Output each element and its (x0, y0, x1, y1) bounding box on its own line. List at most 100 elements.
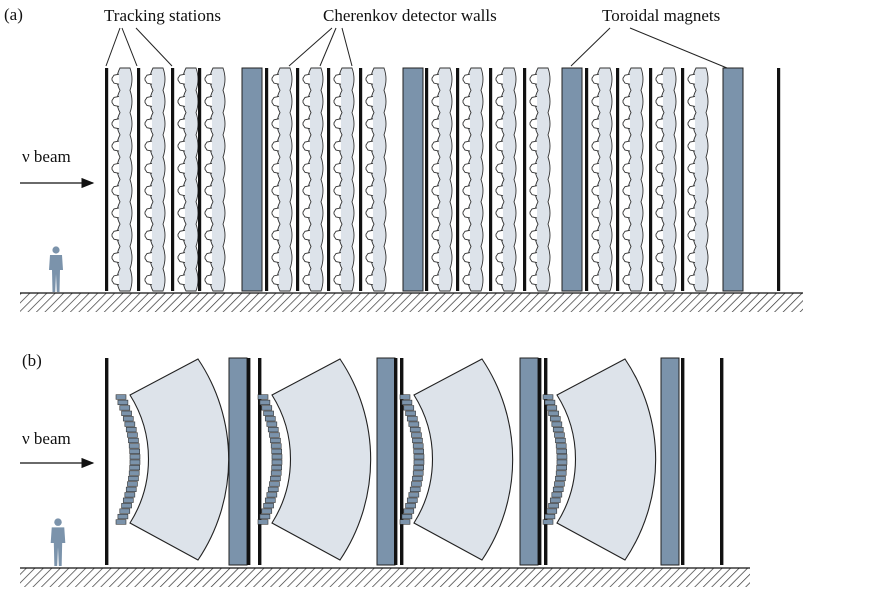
phototube (111, 73, 120, 85)
phototube (302, 73, 311, 85)
phototube (431, 162, 440, 174)
phototube (412, 475, 423, 482)
tracking-station (171, 68, 175, 291)
phototube (405, 410, 416, 416)
phototube (144, 229, 153, 241)
phototube (333, 73, 342, 85)
phototube (271, 454, 283, 460)
phototube (144, 162, 153, 174)
phototube (555, 470, 567, 476)
phototube (333, 162, 342, 174)
phototube (302, 274, 311, 286)
phototube (495, 162, 504, 174)
phototube (655, 229, 664, 241)
phototube (111, 96, 120, 107)
phototube (124, 492, 136, 498)
phototube (271, 274, 280, 286)
phototube (257, 519, 269, 525)
tracking-station (538, 358, 542, 565)
phototube (431, 140, 440, 152)
phototube (687, 252, 696, 263)
phototube (266, 421, 278, 427)
tracking-station (105, 68, 109, 291)
phototube (365, 185, 374, 197)
phototube (409, 486, 421, 492)
toroidal-magnet (660, 357, 680, 566)
tracking-station (359, 68, 363, 291)
phototube (622, 229, 631, 241)
phototube (431, 96, 440, 107)
panel-b: (b) ν beam (20, 351, 750, 587)
phototube (529, 185, 538, 197)
beam-label-b: ν beam (22, 429, 71, 448)
tracking-station (777, 68, 781, 291)
phototube (365, 73, 374, 85)
phototube (591, 162, 600, 174)
ground-b (20, 568, 750, 587)
cherenkov-fan (129, 358, 230, 561)
cherenkov-wall (338, 67, 355, 292)
phototube (687, 229, 696, 241)
cherenkov-wall (116, 67, 133, 292)
phototube (411, 432, 422, 438)
phototube (271, 185, 280, 197)
phototube (462, 73, 471, 85)
phototube (554, 481, 565, 487)
phototube (144, 96, 153, 107)
cherenkov-wall (627, 67, 644, 292)
phototube (333, 229, 342, 241)
phototube (204, 118, 213, 130)
phototube (591, 96, 600, 107)
phototube (655, 140, 664, 152)
phototube (591, 229, 600, 241)
phototube (401, 399, 413, 406)
phototube (204, 207, 213, 219)
phototube (177, 229, 186, 241)
person-icon (50, 518, 66, 566)
toroidal-magnet (722, 67, 744, 292)
phototube (495, 207, 504, 219)
phototube (529, 96, 538, 107)
phototube (413, 465, 425, 471)
phototube (271, 140, 280, 152)
tracking-station (681, 358, 685, 565)
phototube (431, 207, 440, 219)
phototube (271, 207, 280, 219)
phototube (121, 410, 132, 416)
phototube (495, 140, 504, 152)
tracking-station (489, 68, 493, 291)
phototube (365, 96, 374, 107)
phototube (413, 448, 425, 454)
cherenkov-wall (596, 67, 613, 292)
phototube (431, 252, 440, 263)
phototube (413, 459, 425, 465)
phototube (655, 252, 664, 263)
phototube (655, 185, 664, 197)
phototube (115, 519, 127, 525)
tracking-station (649, 68, 653, 291)
phototube (333, 140, 342, 152)
phototube (622, 73, 631, 85)
phototube (177, 162, 186, 174)
tracking-station (258, 358, 262, 565)
phototube (115, 394, 127, 400)
phototube (111, 274, 120, 286)
phototube (204, 274, 213, 286)
phototube (204, 162, 213, 174)
phototube (267, 486, 279, 492)
phototube (270, 443, 282, 449)
phototube (403, 508, 415, 514)
phototube (302, 185, 311, 197)
phototube (302, 162, 311, 174)
toroidal-magnet (519, 357, 539, 566)
phototube (549, 497, 561, 503)
phototube (591, 207, 600, 219)
phototube (204, 140, 213, 152)
phototube (412, 437, 423, 444)
person-head (54, 518, 62, 526)
tracking-station (425, 68, 429, 291)
phototube (556, 448, 568, 454)
cherenkov-wall (692, 67, 709, 292)
phototube (622, 207, 631, 219)
phototube (128, 470, 140, 476)
